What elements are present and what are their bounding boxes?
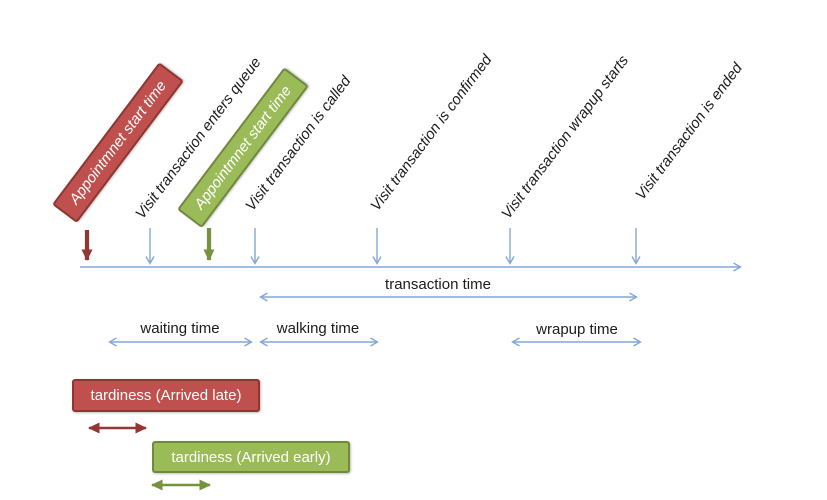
- walking-time-label: walking time: [276, 320, 360, 337]
- tardiness-late-box: tardiness (Arrived late): [72, 379, 260, 412]
- waiting-time-label: waiting time: [140, 320, 220, 337]
- tardiness-early-box: tardiness (Arrived early): [152, 441, 350, 473]
- wrapup-time-label: wrapup time: [536, 321, 618, 338]
- transaction-time-label: transaction time: [385, 276, 491, 293]
